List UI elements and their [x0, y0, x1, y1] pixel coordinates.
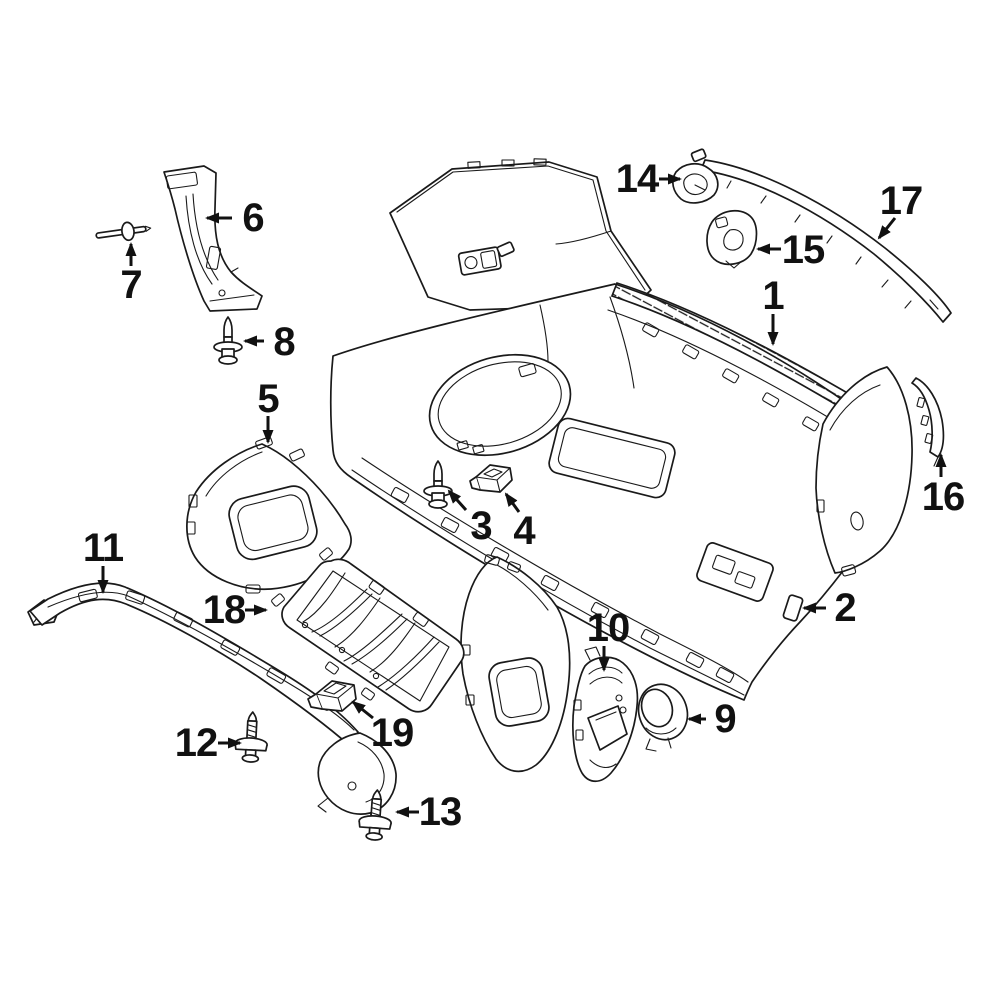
- part-bumper-side-extension-drawing: [815, 366, 913, 577]
- part-upper-shell-drawing: [389, 158, 652, 311]
- callout-5: 5: [257, 377, 279, 421]
- part-14-clip-drawing: [671, 162, 719, 204]
- part-15-bracket-drawing: [706, 209, 758, 269]
- clip-row-upper: [642, 322, 855, 456]
- clip-row-lower: [390, 486, 735, 684]
- part-12-screw-drawing: [233, 710, 270, 764]
- callout-15: 15: [781, 228, 825, 272]
- callout-16: 16: [921, 475, 965, 519]
- part-8-push-rivet-drawing: [213, 316, 243, 365]
- part-19-clip-drawing: [307, 680, 357, 712]
- callout-2: 2: [834, 586, 856, 630]
- part-right-corner-piece-drawing: [460, 554, 571, 773]
- part-9-cap-drawing: [637, 683, 689, 752]
- part-5-left-corner-piece-drawing: [186, 436, 352, 594]
- callout-9: 9: [714, 697, 736, 741]
- callout-4: 4: [513, 509, 535, 553]
- part-10-sensor-bracket-drawing: [572, 646, 639, 783]
- part-7-pin-drawing: [95, 221, 152, 242]
- part-16-side-bracket-drawing: [911, 377, 945, 467]
- part-6-bracket-drawing: [163, 165, 263, 312]
- callout-19: 19: [370, 711, 414, 755]
- callout-18: 18: [202, 588, 246, 632]
- callout-13: 13: [418, 790, 462, 834]
- callout-10: 10: [586, 606, 630, 650]
- callout-17: 17: [879, 179, 923, 223]
- callout-leaders: [97, 173, 947, 818]
- part-18-diffuser-drawing: [271, 547, 465, 713]
- callout-12: 12: [174, 721, 218, 765]
- callout-14: 14: [615, 157, 659, 201]
- callout-17-leader: [877, 217, 897, 240]
- part-4-clip-drawing: [469, 464, 513, 493]
- part-1-bumper-cover-drawing: [329, 281, 907, 701]
- callout-1: 1: [762, 274, 784, 318]
- callout-6: 6: [242, 196, 264, 240]
- callout-8: 8: [273, 320, 295, 364]
- part-17-trim-strip-drawing: [690, 148, 952, 323]
- callout-3-leader: [447, 489, 468, 512]
- callout-4-leader: [504, 492, 521, 513]
- callout-7: 7: [120, 263, 142, 307]
- callout-3: 3: [470, 504, 492, 548]
- callout-11: 11: [82, 526, 124, 570]
- callout-19-leader: [351, 700, 374, 720]
